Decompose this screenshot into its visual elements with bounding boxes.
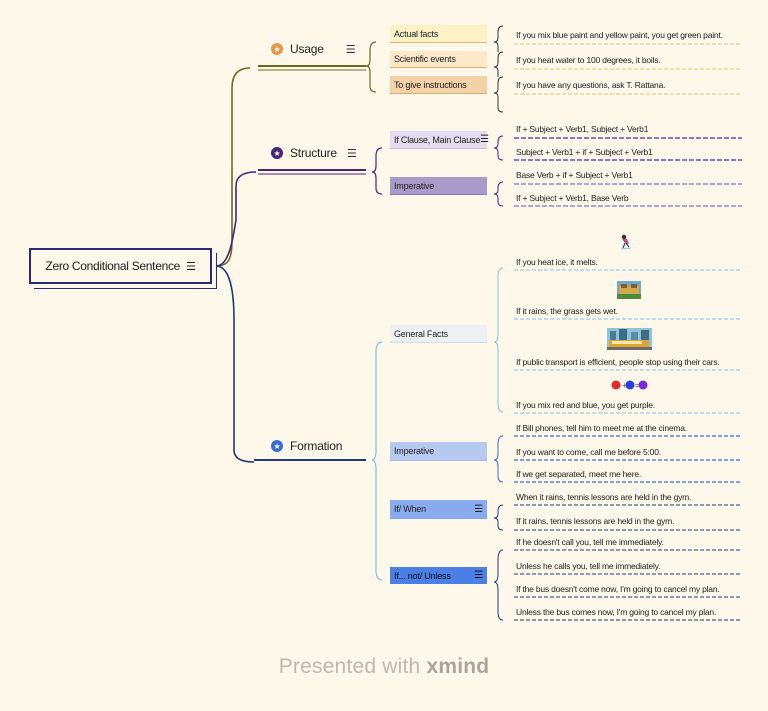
usage-tag-instructions[interactable]: To give instructions (390, 76, 487, 93)
usage-example: If you have any questions, ask T. Rattan… (516, 80, 666, 90)
structure-tag-label: Imperative (394, 180, 435, 191)
root-topic[interactable]: Zero Conditional Sentence ☰ (29, 248, 212, 284)
svg-text:=: = (635, 381, 640, 390)
usage-tag-scientific-events[interactable]: Scientific events (390, 51, 487, 67)
formation-tag-if-not-unless[interactable]: If... not/ Unless ☰ (390, 567, 487, 584)
branch-formation[interactable]: ★ Formation (271, 439, 342, 453)
formation-tag-imperative[interactable]: Imperative (390, 442, 487, 460)
branch-usage[interactable]: ★ Usage ☰ (271, 42, 356, 56)
unless-example: If he doesn't call you, tell me immediat… (516, 537, 664, 547)
imperative-example: If you want to come, call me before 5:00… (516, 447, 661, 457)
bus-city-icon (607, 328, 652, 350)
menu-lines-icon: ☰ (474, 503, 483, 515)
branch-usage-title: Usage (290, 42, 324, 56)
star-badge-icon: ★ (271, 440, 283, 452)
formation-tag-label: If... not/ Unless (394, 570, 451, 581)
formation-tag-label: General Facts (394, 328, 448, 339)
formation-tag-general-facts[interactable]: General Facts (390, 325, 487, 342)
structure-tag-imperative[interactable]: Imperative (390, 177, 487, 194)
if-when-example: When it rains, tennis lessons are held i… (516, 492, 692, 502)
star-badge-icon: ★ (271, 43, 283, 55)
branch-formation-title: Formation (290, 439, 343, 453)
structure-pattern: If + Subject + Verb1, Base Verb (516, 193, 629, 203)
structure-pattern: Base Verb + if + Subject + Verb1 (516, 170, 633, 180)
menu-lines-icon: ☰ (346, 147, 357, 160)
imperative-example: If Bill phones, tell him to meet me at t… (516, 423, 687, 433)
star-badge-icon: ★ (271, 147, 283, 159)
xmind-logo: xmind (426, 655, 490, 678)
general-fact-example: If you heat ice, it melts. (516, 257, 598, 267)
formation-tag-if-when[interactable]: If/ When ☰ (390, 500, 487, 518)
footer-credit: Presented with xmind (0, 655, 768, 679)
footer-prefix: Presented with (278, 655, 421, 678)
formation-tag-label: Imperative (394, 446, 435, 456)
unless-example: If the bus doesn't come now, I'm going t… (516, 584, 720, 594)
formation-tag-label: If/ When (394, 504, 426, 514)
structure-tag-label: If Clause, Main Clause (394, 134, 481, 145)
menu-lines-icon: ☰ (186, 260, 196, 273)
structure-tag-if-clause[interactable]: If Clause, Main Clause ☰ (390, 131, 489, 148)
branch-structure-title: Structure (290, 146, 337, 160)
usage-tag-label: To give instructions (394, 79, 467, 90)
usage-tag-actual-facts[interactable]: Actual facts (390, 25, 487, 42)
menu-lines-icon: ☰ (480, 134, 489, 145)
unless-example: Unless the bus comes now, I'm going to c… (516, 607, 717, 617)
general-fact-example: If it rains, the grass gets wet. (516, 306, 618, 316)
unless-example: Unless he calls you, tell me immediately… (516, 561, 661, 571)
structure-pattern: Subject + Verb1 + if + Subject + Verb1 (516, 147, 653, 157)
paint-blobs-icon: + = (610, 379, 648, 391)
general-fact-example: If public transport is efficient, people… (516, 357, 720, 367)
svg-text:+: + (622, 381, 627, 390)
menu-lines-icon: ☰ (345, 43, 356, 56)
general-fact-example: If you mix red and blue, you get purple. (516, 400, 655, 410)
structure-pattern: If + Subject + Verb1, Subject + Verb1 (516, 124, 649, 134)
usage-example: If you mix blue paint and yellow paint, … (516, 30, 723, 40)
usage-example: If you heat water to 100 degrees, it boi… (516, 55, 661, 65)
menu-lines-icon: ☰ (474, 570, 483, 581)
imperative-example: If we get separated, meet me here. (516, 469, 642, 479)
grass-rain-icon (617, 281, 641, 299)
root-title: Zero Conditional Sentence (45, 259, 181, 273)
usage-tag-label: Scientific events (394, 54, 456, 64)
ice-skater-icon (616, 234, 634, 250)
usage-tag-label: Actual facts (394, 28, 439, 39)
branch-structure[interactable]: ★ Structure ☰ (271, 146, 357, 160)
if-when-example: If it rains, tennis lessons are held in … (516, 516, 675, 526)
